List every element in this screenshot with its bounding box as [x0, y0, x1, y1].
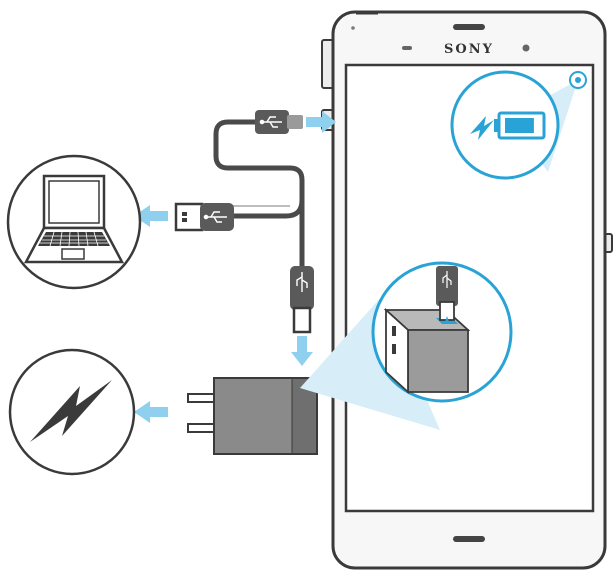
power-outlet-callout [8, 348, 136, 476]
charger-prong-bottom [187, 423, 217, 433]
phone-proximity-sensor [402, 46, 412, 50]
phone-front-sensor [351, 26, 355, 30]
phone-brand-logo: SONY [444, 42, 494, 57]
charger-detail [383, 307, 471, 395]
usb-symbol-icon [259, 116, 282, 128]
usb-cable [213, 119, 305, 273]
arrow-icon [134, 401, 168, 423]
battery-callout [450, 70, 587, 180]
charger-callout [300, 261, 513, 430]
usb-a-plug-detail [436, 266, 458, 321]
arrow-icon [134, 205, 168, 227]
phone-front-camera [522, 44, 530, 52]
usb-symbol-icon [296, 272, 308, 292]
arrow-icon [445, 316, 449, 322]
arrow-icon [291, 336, 313, 366]
battery-charging-icon [494, 111, 546, 140]
micro-usb-plug [255, 110, 303, 134]
phone-bottom-speaker [453, 536, 485, 542]
arrow-icon [306, 111, 336, 133]
lightning-bolt-icon [470, 116, 494, 140]
usb-a-plug-vertical [290, 266, 314, 334]
laptop-callout [6, 154, 142, 290]
wall-charger [187, 377, 318, 455]
charger-prong-top [187, 393, 217, 403]
lightning-bolt-icon [30, 380, 112, 442]
usb-a-plug [174, 202, 234, 232]
usb-symbol-icon [203, 211, 227, 223]
laptop-icon [23, 174, 125, 264]
charger-callout-beam [300, 296, 440, 430]
battery-fill [505, 118, 534, 133]
phone-earpiece [453, 24, 485, 30]
